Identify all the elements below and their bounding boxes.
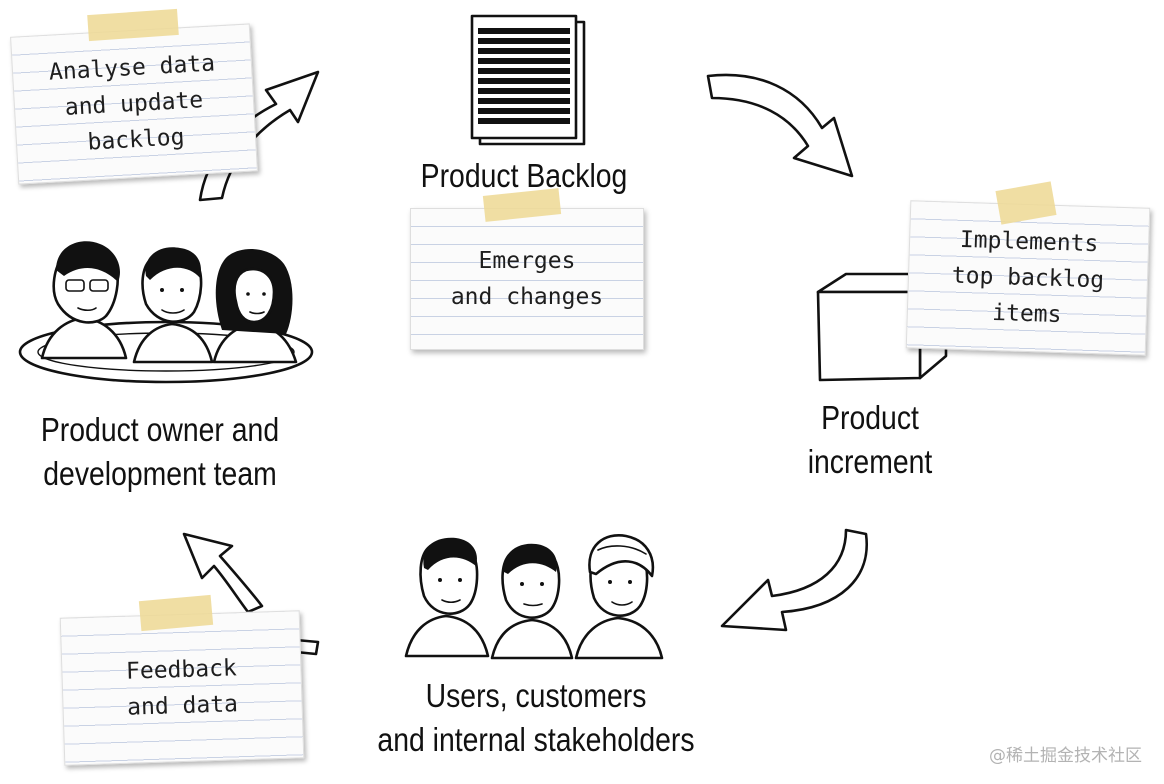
note-line: backlog (86, 124, 186, 156)
note-line: top backlog (951, 262, 1105, 294)
label-line: increment (807, 443, 933, 480)
tape-strip (138, 594, 214, 632)
label-line: development team (43, 455, 277, 492)
note-analyse: Analyse data and update backlog (10, 23, 258, 185)
label-line: Users, customers (425, 677, 647, 714)
note-line: Feedback (125, 655, 238, 685)
label-line: Product owner and (40, 411, 280, 448)
label-line: Product (821, 399, 919, 436)
note-implements: Implements top backlog items (905, 200, 1151, 356)
note-line: and data (126, 691, 239, 721)
label-line: and internal stakeholders (377, 721, 695, 758)
note-line: and changes (450, 284, 604, 310)
curved-arrow-icon (720, 528, 869, 632)
note-line: Implements (959, 226, 1099, 258)
note-emerges: Emerges and changes (410, 208, 644, 350)
curved-arrow-icon (706, 73, 854, 178)
users-label: Users, customers and internal stakeholde… (376, 674, 696, 762)
note-feedback: Feedback and data (59, 610, 305, 766)
product-increment-label: Product increment (793, 396, 948, 484)
product-backlog-label: Product Backlog (420, 157, 628, 194)
note-line: Emerges (478, 248, 576, 274)
watermark: @稀土掘金技术社区 (989, 746, 1142, 766)
team-group-icon (18, 241, 314, 384)
users-group-icon (404, 534, 664, 660)
team-label: Product owner and development team (40, 408, 281, 496)
document-stack-icon (470, 14, 586, 146)
curved-arrow-icon (182, 532, 264, 614)
note-line: items (991, 299, 1062, 329)
